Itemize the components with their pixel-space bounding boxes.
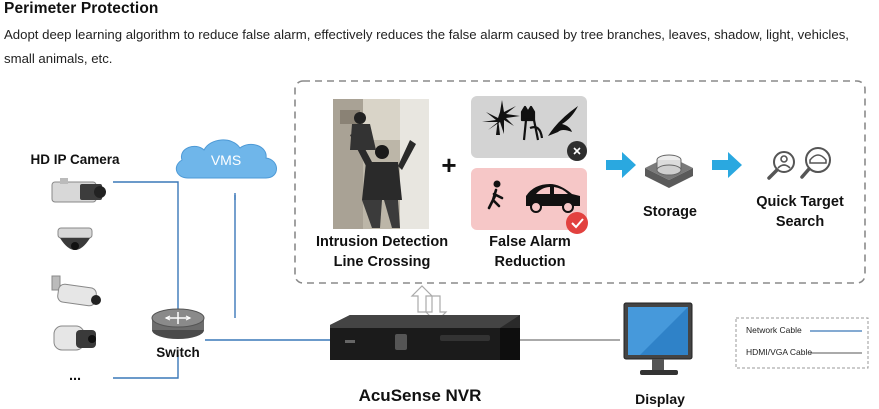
storage-label: Storage (643, 204, 697, 220)
legend-hdmi-label: HDMI/VGA Cable (746, 347, 813, 357)
camera-icon (51, 178, 106, 203)
camera-more-label: ... (68, 368, 82, 384)
nvr-icon (330, 315, 520, 360)
magnifier-person-icon (767, 151, 795, 180)
search-label: Quick Target Search (745, 192, 855, 232)
arrow-right-icon (606, 152, 636, 178)
network-cable-lines (113, 181, 330, 379)
magnifier-car-icon (800, 147, 831, 179)
tree-icon (482, 100, 520, 135)
bird-icon (548, 106, 578, 136)
dome-camera-icon (57, 227, 93, 250)
monitor-icon (623, 302, 693, 375)
search-label-line1: Quick Target (756, 194, 844, 210)
person-icon (487, 180, 504, 210)
bullet-camera-icon (51, 275, 101, 307)
false-alarm-label-line2: Reduction (494, 254, 566, 270)
analysis-dashed-box (294, 80, 866, 284)
legend-box (735, 317, 869, 369)
plus-sign: + (441, 150, 456, 180)
nvr-label: AcuSense NVR (358, 386, 482, 405)
switch-label: Switch (156, 345, 200, 360)
page-title: Perimeter Protection (4, 0, 159, 17)
intrusion-label: Intrusion Detection Line Crossing (304, 232, 460, 272)
legend-network-label: Network Cable (746, 325, 802, 335)
database-icon (645, 154, 693, 188)
false-alarm-label: False Alarm Reduction (470, 232, 590, 272)
accepted-objects-panel (471, 168, 588, 234)
display-label: Display (635, 391, 685, 407)
false-alarm-label-line1: False Alarm (489, 234, 571, 250)
search-label-line2: Search (775, 214, 825, 230)
intruder-photo (333, 99, 429, 229)
rejected-objects-panel (471, 96, 587, 161)
check-badge (566, 212, 588, 234)
check-icon (571, 218, 584, 229)
bullet-camera-icon (53, 325, 96, 351)
cloud-icon (175, 139, 277, 179)
intrusion-label-line1: Intrusion Detection (315, 234, 449, 250)
arrow-right-icon (712, 152, 742, 178)
camera-group-label: HD IP Camera (30, 152, 120, 167)
close-icon (573, 147, 581, 155)
car-icon (526, 184, 580, 213)
vms-label: VMS (210, 152, 242, 168)
cat-icon (520, 105, 544, 141)
router-icon (151, 308, 205, 339)
page-description: Adopt deep learning algorithm to reduce … (4, 27, 849, 66)
intrusion-label-line2: Line Crossing (333, 254, 431, 270)
